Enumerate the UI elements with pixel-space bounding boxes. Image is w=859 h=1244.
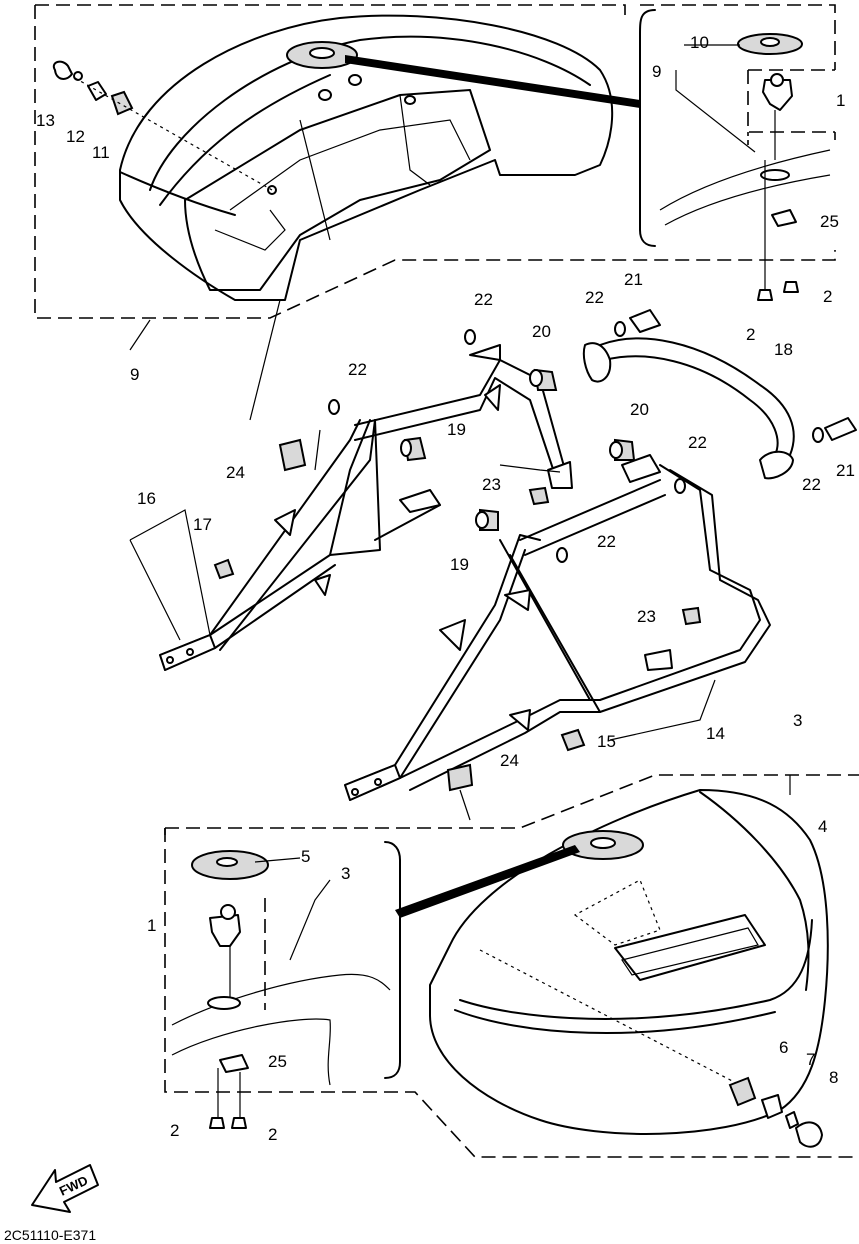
- callout-1-lower: 1: [147, 916, 156, 935]
- callout-17: 17: [193, 515, 212, 534]
- callout-21-b: 21: [836, 461, 855, 480]
- callout-19-a: 19: [447, 420, 466, 439]
- callout-22-d: 22: [688, 433, 707, 452]
- callout-2-inset-left: 2: [746, 325, 755, 344]
- callout-22-e: 22: [802, 475, 821, 494]
- callout-2-lower-left: 2: [170, 1121, 179, 1140]
- callout-16: 16: [137, 489, 156, 508]
- callout-9: 9: [130, 365, 139, 384]
- callout-12: 12: [66, 127, 85, 146]
- fwd-arrow-icon: FWD: [31, 1164, 99, 1213]
- callout-23-a: 23: [482, 475, 501, 494]
- callout-23-b: 23: [637, 607, 656, 626]
- callout-9-inset: 9: [652, 62, 661, 81]
- callout-2-inset-right: 2: [823, 287, 832, 306]
- callout-2-lower-right: 2: [268, 1125, 277, 1144]
- callout-20-b: 20: [630, 400, 649, 419]
- callout-11: 11: [92, 143, 110, 162]
- callout-15: 15: [597, 732, 616, 751]
- callout-25-lower: 25: [268, 1052, 287, 1071]
- callout-3-b: 3: [341, 864, 350, 883]
- callout-8: 8: [829, 1068, 838, 1087]
- callout-24-a: 24: [226, 463, 245, 482]
- callout-22-c: 22: [348, 360, 367, 379]
- callout-25-inset: 25: [820, 212, 839, 231]
- callout-24-b: 24: [500, 751, 519, 770]
- callout-21-a: 21: [624, 270, 643, 289]
- callout-20-a: 20: [532, 322, 551, 341]
- callout-labels: 13 12 11 10 9 1 25 2 2 9 22 21 22 20 18 …: [36, 33, 855, 1144]
- callout-18: 18: [774, 340, 793, 359]
- callout-3-a: 3: [793, 711, 802, 730]
- callout-22-a: 22: [474, 290, 493, 309]
- callout-7: 7: [806, 1050, 815, 1069]
- diagram-code: 2C51110-E371: [4, 1227, 96, 1243]
- callout-19-b: 19: [450, 555, 469, 574]
- callout-1-inset: 1: [836, 91, 845, 110]
- callout-5: 5: [301, 847, 310, 866]
- callout-22-b: 22: [585, 288, 604, 307]
- callout-13: 13: [36, 111, 55, 130]
- callout-22-f: 22: [597, 532, 616, 551]
- lower-saddlebag-group: [164, 774, 859, 1158]
- upper-saddlebag-group: [34, 4, 836, 351]
- callout-10: 10: [690, 33, 709, 52]
- callout-4: 4: [818, 817, 827, 836]
- callout-6: 6: [779, 1038, 788, 1057]
- saddlebag-stay-frame-group: [129, 299, 857, 821]
- callout-14: 14: [706, 724, 725, 743]
